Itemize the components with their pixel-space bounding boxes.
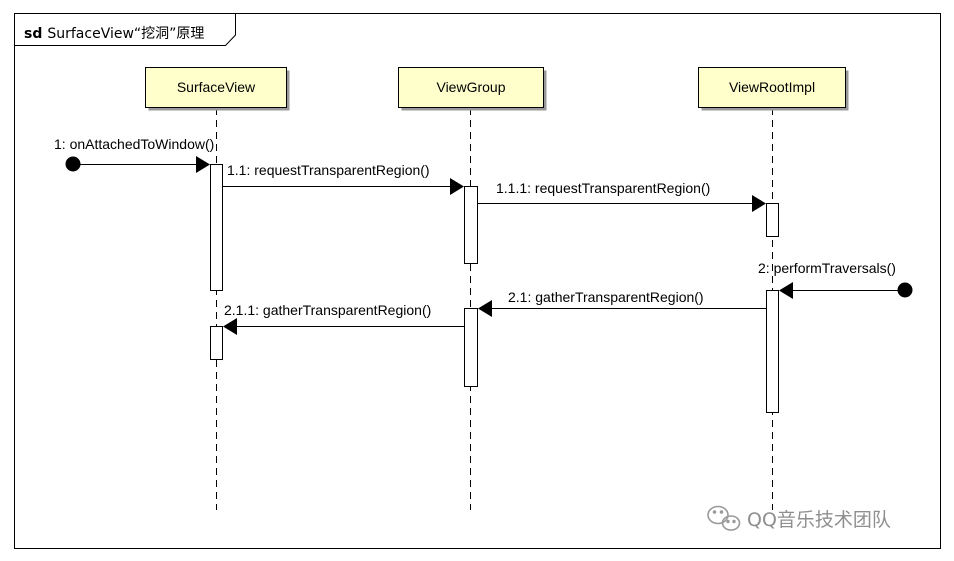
arrowhead — [752, 195, 766, 212]
arrowhead — [196, 156, 210, 173]
message-label: 1: onAttachedToWindow() — [54, 136, 214, 152]
activation-viewrootimpl-2 — [766, 290, 779, 413]
arrowhead — [779, 282, 793, 299]
message-1: 1: onAttachedToWindow() — [54, 136, 214, 173]
watermark-text: QQ音乐技术团队 — [747, 509, 891, 531]
participant-viewgroup: ViewGroup — [398, 67, 547, 111]
participant-surfaceview: SurfaceView — [145, 67, 290, 111]
message-2-1-1: 2.1.1: gatherTransparentRegion() — [223, 302, 464, 335]
arrowhead — [450, 178, 464, 195]
frame-title-tab — [14, 13, 236, 46]
message-label: 2.1: gatherTransparentRegion() — [508, 289, 704, 305]
arrowhead — [478, 300, 492, 317]
activation-viewgroup-2 — [464, 308, 478, 387]
participant-viewrootimpl: ViewRootImpl — [698, 67, 849, 111]
participant-label: ViewGroup — [436, 79, 505, 95]
participant-label: SurfaceView — [177, 79, 256, 95]
message-2-1: 2.1: gatherTransparentRegion() — [478, 289, 766, 317]
activation-viewrootimpl-1 — [766, 203, 779, 237]
message-2: 2: performTraversals() — [758, 260, 913, 299]
message-label: 2: performTraversals() — [758, 260, 896, 276]
watermark: QQ音乐技术团队 — [707, 505, 891, 531]
message-label: 2.1.1: gatherTransparentRegion() — [224, 302, 431, 318]
message-label: 1.1: requestTransparentRegion() — [227, 162, 430, 178]
participant-label: ViewRootImpl — [729, 79, 815, 95]
activation-surfaceview-2 — [210, 326, 223, 360]
arrowhead — [223, 318, 237, 335]
message-1-1: 1.1: requestTransparentRegion() — [222, 162, 464, 195]
message-label: 1.1.1: requestTransparentRegion() — [496, 180, 710, 196]
activation-surfaceview-1 — [210, 164, 223, 291]
activation-viewgroup-1 — [464, 186, 478, 264]
message-1-1-1: 1.1.1: requestTransparentRegion() — [477, 180, 766, 212]
wechat-icon — [707, 505, 741, 531]
